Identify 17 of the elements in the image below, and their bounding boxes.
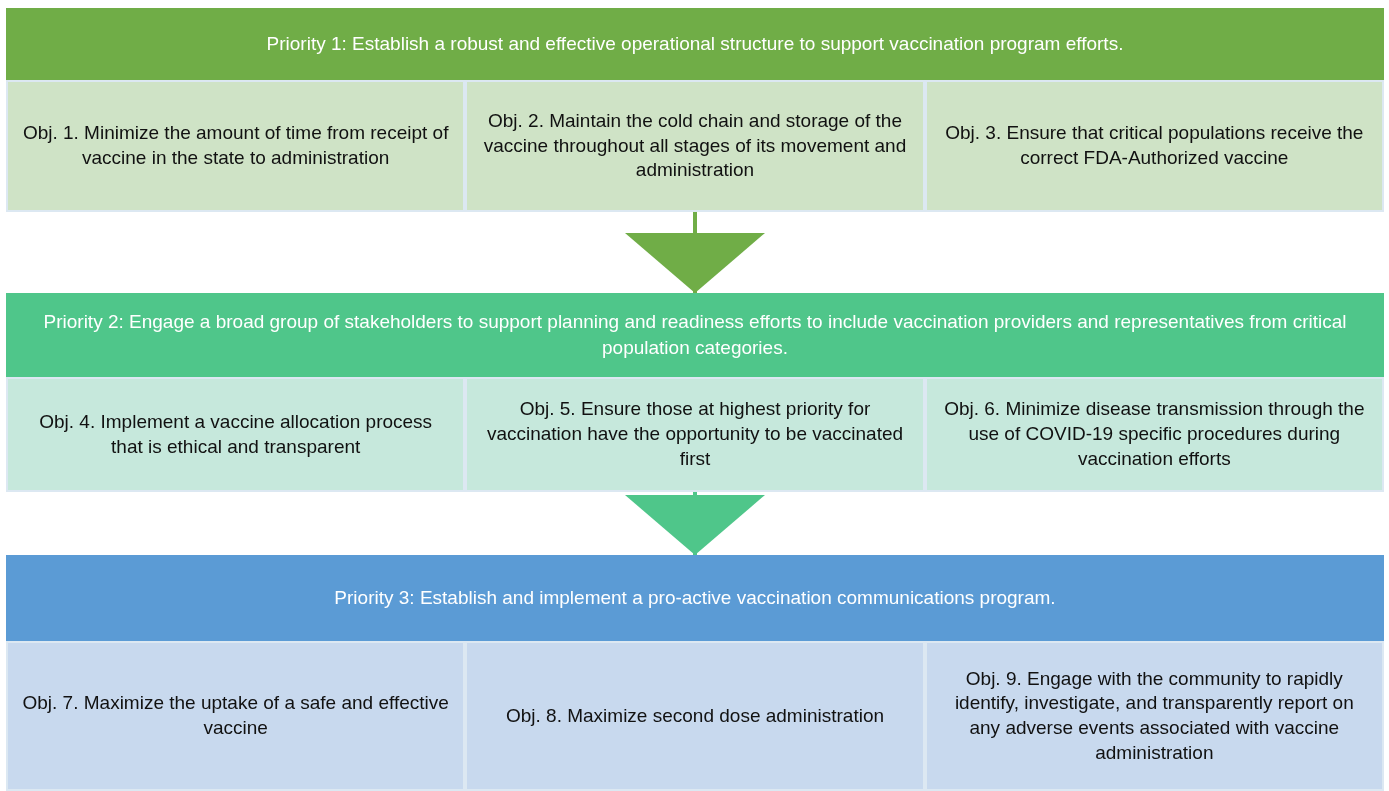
priority-heading: Priority 1: Establish a robust and effective operational structure to support vaccination program efforts. bbox=[266, 32, 1124, 57]
objective-box: Obj. 4. Implement a vaccine allocation process that is ethical and transparent bbox=[6, 377, 466, 492]
priority-band bbox=[6, 293, 1384, 492]
priority-band bbox=[6, 8, 1384, 212]
objective-box: Obj. 7. Maximize the uptake of a safe and effective vaccine bbox=[6, 641, 466, 791]
arrow bbox=[625, 212, 765, 293]
objective-box: Obj. 2. Maintain the cold chain and storage of the vaccine throughout all stages of its movement and administration bbox=[465, 80, 925, 212]
objective-box: Obj. 3. Ensure that critical populations receive the correct FDA-Authorized vaccine bbox=[924, 80, 1384, 212]
objective-box: Obj. 6. Minimize disease transmission through the use of COVID-19 specific procedures during vaccination efforts bbox=[924, 377, 1384, 492]
objective-box: Obj. 8. Maximize second dose administration bbox=[465, 641, 925, 791]
priority-band bbox=[6, 555, 1384, 791]
objective-box: Obj. 5. Ensure those at highest priority for vaccination have the opportunity to be vaccinated first bbox=[465, 377, 925, 492]
arrow bbox=[625, 492, 765, 555]
priority-heading: Priority 3: Establish and implement a pro-active vaccination communications program. bbox=[334, 586, 1056, 611]
objective-box: Obj. 9. Engage with the community to rapidly identify, investigate, and transparently report on any adverse events associated with vaccine administration bbox=[924, 641, 1384, 791]
objective-box: Obj. 1. Minimize the amount of time from receipt of vaccine in the state to administration bbox=[6, 80, 466, 212]
priority-heading: Priority 2: Engage a broad group of stakeholders to support planning and readiness efforts to include vaccination providers and representatives from critical population categories. bbox=[42, 310, 1348, 360]
